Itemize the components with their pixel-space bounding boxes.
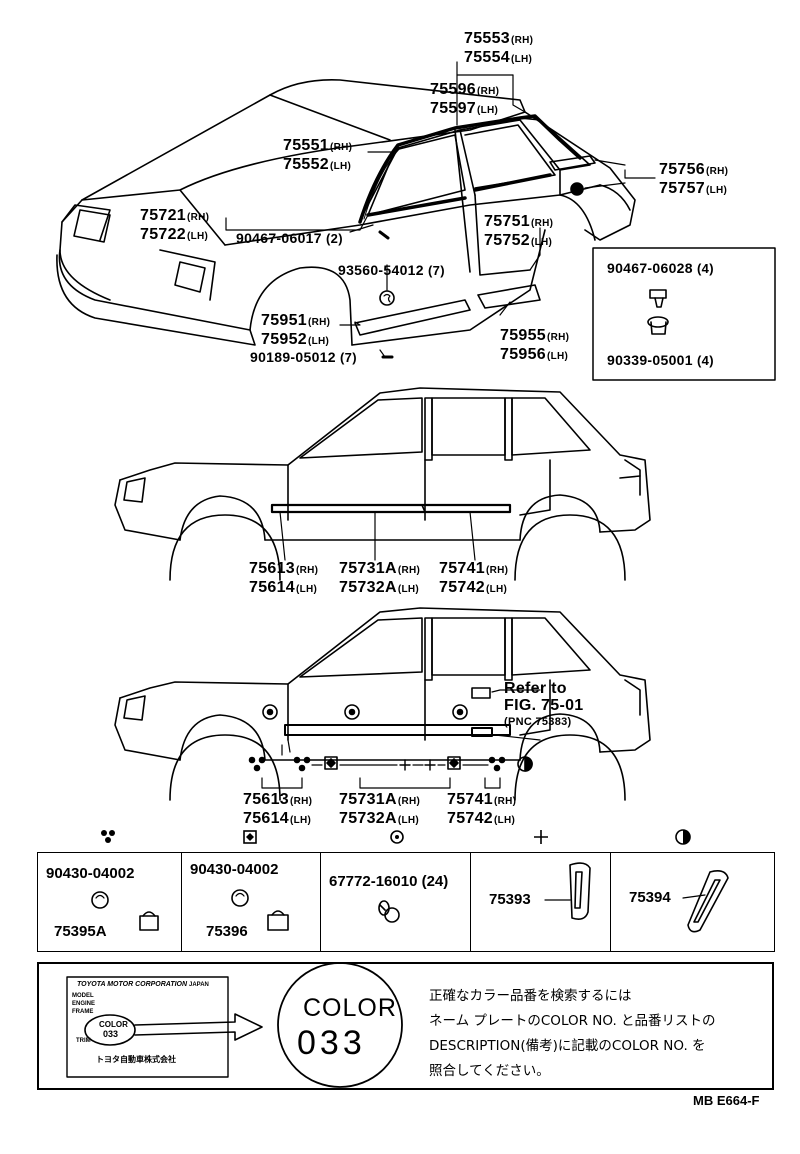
table-cell-clip-e: 75394 xyxy=(611,853,773,951)
label-low-75741-75742: 75741(RH) 75742(LH) xyxy=(447,791,517,827)
plate-frame: FRAME xyxy=(72,1009,94,1015)
table-cell-clip-c: 67772-16010 (24) xyxy=(321,853,471,951)
big-color-label: COLOR xyxy=(303,994,397,1022)
label-75721-75722: 75721(RH) 75722(LH) xyxy=(140,207,210,243)
label-75756-75757: 75756(RH) 75757(LH) xyxy=(659,161,729,197)
fastener-table: 90430-04002 75395A 90430-04002 75396 677… xyxy=(37,852,775,952)
table-cell-clip-b: 90430-04002 75396 xyxy=(182,853,321,951)
label-low-75613-75614: 75613(RH) 75614(LH) xyxy=(243,791,313,827)
part-90430-04002-b: 90430-04002 xyxy=(190,861,279,878)
label-low-75731A-75732A: 75731A(RH) 75732A(LH) xyxy=(339,791,421,827)
label-90467-06028: 90467-06028 (4) xyxy=(607,260,714,276)
middle-car-outline xyxy=(114,387,651,581)
plate-color-no: 033 xyxy=(103,1029,119,1039)
label-mid-75731A-75732A: 75731A(RH) 75732A(LH) xyxy=(339,560,421,596)
label-75553-75554: 75553(RH) 75554(LH) xyxy=(464,30,534,66)
plate-title: TOYOTA MOTOR CORPORATION xyxy=(77,981,188,988)
plate-model: MODEL xyxy=(72,993,94,999)
label-93560-54012: 93560-54012 (7) xyxy=(338,262,445,278)
color-instructions: 正確なカラー品番を検索するには ネーム プレートのCOLOR NO. と品番リス… xyxy=(429,988,716,1079)
label-refer-fig: Refer to FIG. 75-01 (PNC 75383) xyxy=(504,680,584,728)
label-90339-05001: 90339-05001 (4) xyxy=(607,352,714,368)
plate-country: JAPAN xyxy=(189,982,209,988)
label-mid-75613-75614: 75613(RH) 75614(LH) xyxy=(249,560,319,596)
part-75396: 75396 xyxy=(206,923,248,940)
part-75394: 75394 xyxy=(629,889,671,906)
label-90189-05012: 90189-05012 (7) xyxy=(250,349,357,365)
plate-color: COLOR xyxy=(99,1020,128,1029)
fastener-inset-box xyxy=(592,247,776,381)
plate-maker: トヨタ自動車株式会社 xyxy=(96,1055,176,1064)
lower-car-outline xyxy=(114,607,651,801)
table-cell-clip-a: 90430-04002 75395A xyxy=(38,853,182,951)
top-car-outline xyxy=(56,78,636,359)
plate-art xyxy=(66,962,403,1088)
part-90430-04002-a: 90430-04002 xyxy=(46,865,135,882)
label-75596-75597: 75596(RH) 75597(LH) xyxy=(430,81,500,117)
part-75393: 75393 xyxy=(489,891,531,908)
top-leaders xyxy=(225,61,656,358)
part-67772-16010: 67772-16010 (24) xyxy=(329,873,449,890)
inset-fasteners xyxy=(647,289,669,335)
label-75951-75952: 75951(RH) 75952(LH) xyxy=(261,312,331,348)
table-cell-clip-d: 75393 xyxy=(471,853,611,951)
table-icons xyxy=(91,862,729,933)
label-75751-75752: 75751(RH) 75752(LH) xyxy=(484,213,554,249)
plate-engine: ENGINE xyxy=(72,1001,96,1007)
part-75395A: 75395A xyxy=(54,923,107,940)
label-90467-06017: 90467-06017 (2) xyxy=(236,230,343,246)
label-75955-75956: 75955(RH) 75956(LH) xyxy=(500,327,570,363)
label-mid-75741-75742: 75741(RH) 75742(LH) xyxy=(439,560,509,596)
label-75551-75552: 75551(RH) 75552(LH) xyxy=(283,137,353,173)
drawing-code: MB E664-F xyxy=(693,1093,760,1108)
color-note-box: TOYOTA MOTOR CORPORATION JAPAN MODEL ENG… xyxy=(37,962,774,1090)
big-color-number: 033 xyxy=(297,1024,366,1062)
plate-trim: TRIM xyxy=(76,1038,91,1044)
